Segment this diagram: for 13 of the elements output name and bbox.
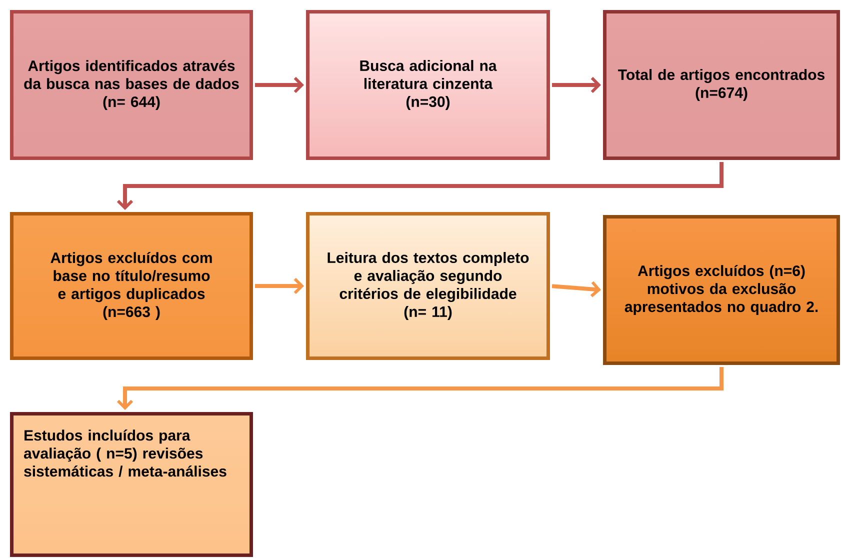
process-box: Artigos identificados através da busca nas bases de dados (n= 644): [10, 10, 253, 160]
arrow: [552, 76, 601, 94]
arrow: [116, 367, 724, 410]
arrow: [552, 281, 602, 298]
process-box: Busca adicional na literatura cinzenta (n=30): [306, 10, 550, 160]
process-box: Estudos incluídos para avaliação ( n=5) revisões sistemáticas / meta-análises: [10, 412, 253, 557]
arrow: [255, 278, 304, 294]
process-box: Total de artigos encontrados (n=674): [603, 10, 840, 160]
process-box: Leitura dos textos completo e avaliação segundo critérios de elegibilidade (n= 11): [306, 212, 550, 360]
process-box: Artigos excluídos (n=6) motivos da exclusão apresentados no quadro 2.: [603, 215, 840, 365]
process-box: Artigos excluídos com base no título/resumo e artigos duplicados (n=663 ): [10, 212, 253, 360]
arrow: [116, 162, 724, 210]
arrow: [255, 76, 304, 94]
